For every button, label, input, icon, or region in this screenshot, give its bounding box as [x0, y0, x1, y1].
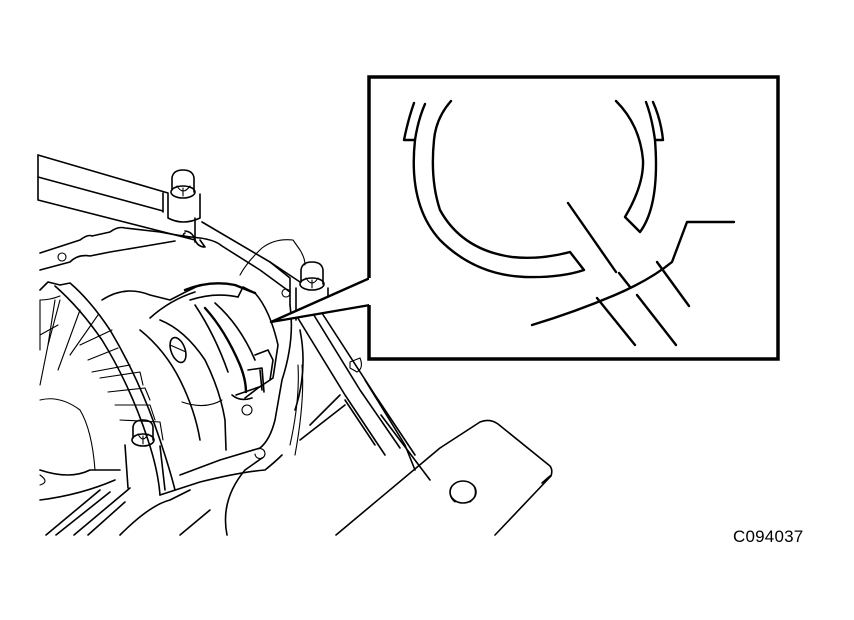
- adjusting-nut: [181, 282, 279, 407]
- inset-lock-plate-right: [614, 99, 665, 234]
- differential-case: [101, 284, 227, 451]
- ring-gear: [39, 281, 176, 496]
- inset-lock-plate-left: [402, 99, 586, 279]
- support-rail: [269, 261, 431, 481]
- bolt-top-left: [167, 169, 201, 223]
- carrier-flange-top: [39, 226, 306, 306]
- bearing-cap-arm: [37, 154, 271, 263]
- figure-code-label: C094037: [733, 527, 804, 546]
- stand-plate: [335, 419, 553, 536]
- inset-adjusting-nut: [530, 201, 736, 347]
- main-assembly-drawing: [37, 154, 553, 536]
- lock-plate: [231, 349, 274, 401]
- detail-inset: [367, 75, 780, 361]
- callout-pointer: [269, 276, 372, 324]
- bolt-bottom: [124, 419, 166, 491]
